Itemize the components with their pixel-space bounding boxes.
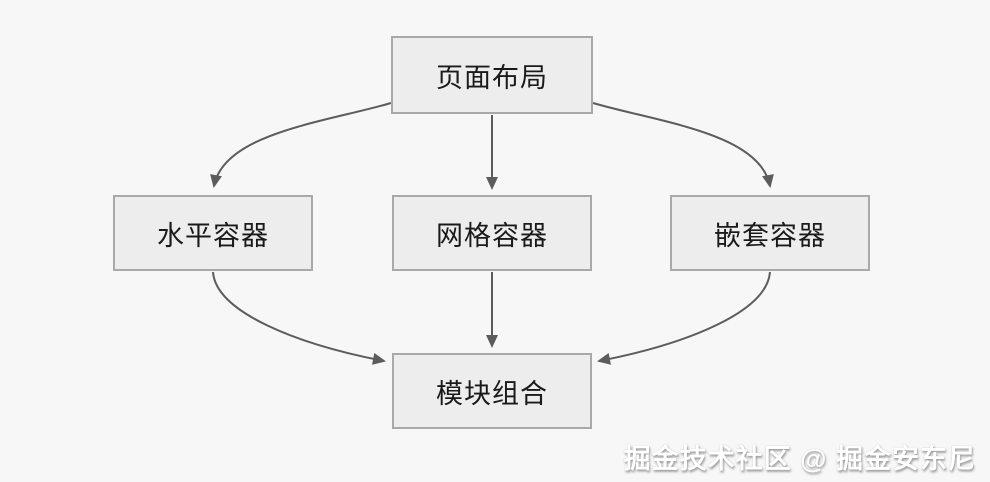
watermark: 掘金技术社区 @ 掘金安东尼 [623, 444, 976, 474]
node-nested-container-label: 嵌套容器 [714, 220, 826, 251]
edge-layout-to-horizontal [210, 102, 392, 188]
node-horizontal-container-label: 水平容器 [157, 220, 269, 251]
node-page-layout: 页面布局 [391, 36, 593, 114]
node-grid-container: 网格容器 [392, 195, 592, 271]
node-page-layout-label: 页面布局 [436, 62, 548, 93]
node-grid-container-label: 网格容器 [436, 220, 548, 251]
edge-layout-to-nested [592, 102, 774, 188]
edge-horizontal-to-module [212, 271, 386, 365]
node-horizontal-container: 水平容器 [113, 195, 313, 271]
edge-nested-to-module [597, 271, 771, 365]
node-nested-container: 嵌套容器 [670, 195, 870, 271]
node-module-composition-label: 模块组合 [436, 378, 548, 409]
node-module-composition: 模块组合 [392, 353, 592, 429]
